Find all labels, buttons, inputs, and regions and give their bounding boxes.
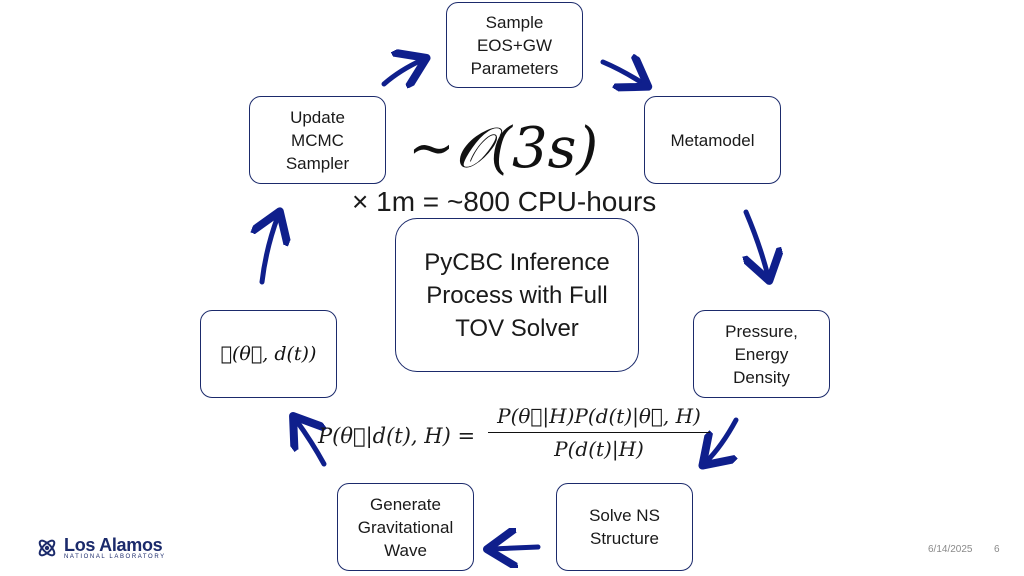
arrow-update-to-sample bbox=[381, 60, 422, 84]
solve-ns-structure-box: Solve NS Structure bbox=[556, 483, 693, 571]
likelihood-box: ℒ(θ⃗, d(t)) bbox=[200, 310, 337, 398]
update-mcmc-sampler-box: Update MCMC Sampler bbox=[249, 96, 386, 184]
slide-number: 6 bbox=[994, 544, 1000, 555]
center-process-box: PyCBC Inference Process with Full TOV So… bbox=[395, 218, 639, 372]
atom-icon bbox=[38, 539, 56, 557]
cpu-hours-text: × 1m = ~800 CPU-hours bbox=[352, 186, 657, 217]
arrow-sample-to-metamodel bbox=[600, 62, 644, 84]
center-process-label: PyCBC Inference Process with Full TOV So… bbox=[424, 248, 610, 342]
metamodel-label: Metamodel bbox=[670, 130, 755, 150]
logo-name: Los Alamos bbox=[64, 535, 163, 555]
arrow-solve-to-generate bbox=[492, 547, 541, 549]
generate-gravitational-wave-label: Generate Gravitational Wave bbox=[357, 494, 454, 560]
time-complexity: ~𝒪(3s) bbox=[408, 116, 599, 181]
arrow-metamodel-to-pressure bbox=[746, 209, 768, 276]
pressure-energy-density-label: Pressure, Energy Density bbox=[725, 321, 798, 387]
arrow-likelihood-to-update bbox=[262, 216, 278, 285]
pressure-energy-density-box: Pressure, Energy Density bbox=[693, 310, 830, 398]
los-alamos-logo: Los Alamos NATIONAL LABORATORY bbox=[36, 536, 166, 560]
logo-subtitle: NATIONAL LABORATORY bbox=[64, 554, 166, 560]
bayes-lhs: P(θ⃗|d(t), H) = bbox=[318, 424, 476, 448]
bayes-fraction: P(θ⃗|H)P(d(t)|θ⃗, H) P(d(t)|H) bbox=[488, 404, 710, 461]
update-mcmc-sampler-label: Update MCMC Sampler bbox=[285, 107, 350, 173]
sample-parameters-box: Sample EOS+GW Parameters bbox=[446, 2, 583, 88]
arrow-bayes-to-likelihood bbox=[296, 420, 324, 467]
likelihood-label: ℒ(θ⃗, d(t)) bbox=[220, 342, 317, 365]
arrow-pressure-to-solve bbox=[706, 417, 739, 462]
metamodel-box: Metamodel bbox=[644, 96, 781, 184]
solve-ns-structure-label: Solve NS Structure bbox=[589, 506, 660, 548]
logo-text: Los Alamos NATIONAL LABORATORY bbox=[64, 536, 166, 560]
bayes-denominator: P(d(t)|H) bbox=[554, 437, 644, 461]
bayes-numerator: P(θ⃗|H)P(d(t)|θ⃗, H) bbox=[488, 404, 710, 433]
generate-gravitational-wave-box: Generate Gravitational Wave bbox=[337, 483, 474, 571]
sample-parameters-label: Sample EOS+GW Parameters bbox=[470, 12, 559, 78]
slide-date: 6/14/2025 bbox=[928, 544, 973, 555]
